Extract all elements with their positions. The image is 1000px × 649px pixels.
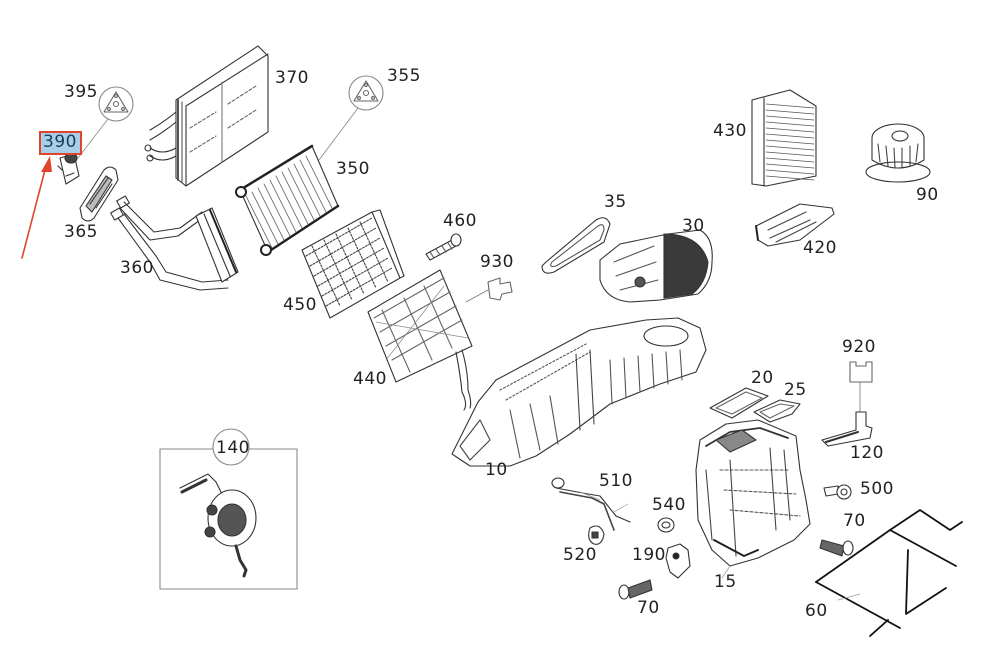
callout-60[interactable]: 60: [805, 601, 828, 621]
part-190-actuator[interactable]: [666, 544, 690, 578]
callout-20[interactable]: 20: [751, 368, 774, 388]
part-500-bolt[interactable]: [824, 485, 851, 499]
part-60-wiring-harness[interactable]: [816, 510, 962, 636]
callout-140[interactable]: 140: [216, 438, 250, 458]
callout-10[interactable]: 10: [485, 460, 508, 480]
part-440-heater-frame[interactable]: [368, 270, 472, 410]
leader-lines: [579, 491, 861, 601]
callout-355[interactable]: 355: [387, 66, 421, 86]
callout-395[interactable]: 395: [64, 82, 98, 102]
callout-70-lower[interactable]: 70: [637, 598, 660, 618]
part-510-bracket[interactable]: [552, 478, 630, 530]
callout-30[interactable]: 30: [682, 216, 705, 236]
part-420-flap[interactable]: [756, 204, 834, 246]
callout-140-circle: [212, 428, 250, 466]
callout-90[interactable]: 90: [916, 185, 939, 205]
callout-460[interactable]: 460: [443, 211, 477, 231]
part-395-flange-detail[interactable]: [78, 87, 133, 158]
part-120-lever[interactable]: [822, 412, 872, 446]
part-930-sensor[interactable]: [466, 278, 512, 302]
part-70-screw-right[interactable]: [820, 540, 853, 556]
part-365-gasket[interactable]: [80, 167, 118, 221]
callout-190[interactable]: 190: [632, 545, 666, 565]
part-370-evaporator[interactable]: [145, 46, 268, 186]
part-10-main-housing[interactable]: [452, 318, 706, 466]
part-450-ptc-heater[interactable]: [302, 210, 404, 318]
part-20-gasket[interactable]: [710, 388, 768, 418]
part-35-gasket[interactable]: [542, 218, 610, 273]
callout-365[interactable]: 365: [64, 222, 98, 242]
callout-930[interactable]: 930: [480, 252, 514, 272]
callout-510[interactable]: 510: [599, 471, 633, 491]
part-460-screw[interactable]: [426, 234, 461, 260]
callout-120[interactable]: 120: [850, 443, 884, 463]
part-540-nut[interactable]: [658, 518, 674, 532]
callout-520[interactable]: 520: [563, 545, 597, 565]
callout-430[interactable]: 430: [713, 121, 747, 141]
part-70-screw-lower[interactable]: [619, 580, 652, 599]
callout-390[interactable]: 390: [39, 131, 82, 155]
callout-35[interactable]: 35: [604, 192, 627, 212]
callout-440[interactable]: 440: [353, 369, 387, 389]
callout-350[interactable]: 350: [336, 159, 370, 179]
part-520-clip[interactable]: [589, 526, 604, 544]
callout-920[interactable]: 920: [842, 337, 876, 357]
callout-450[interactable]: 450: [283, 295, 317, 315]
callout-540[interactable]: 540: [652, 495, 686, 515]
part-25-gasket[interactable]: [754, 400, 800, 422]
part-920-sensor[interactable]: [850, 362, 872, 412]
part-350-heater-core[interactable]: [236, 146, 338, 255]
part-30-blower-housing[interactable]: [600, 230, 712, 302]
callout-360[interactable]: 360: [120, 258, 154, 278]
callout-370[interactable]: 370: [275, 68, 309, 88]
part-140-actuator-assembly[interactable]: [180, 474, 256, 576]
callout-25[interactable]: 25: [784, 380, 807, 400]
part-90-blower-motor[interactable]: [866, 124, 930, 182]
callout-420[interactable]: 420: [803, 238, 837, 258]
annotation-arrow-icon: [21, 156, 52, 259]
part-15-lower-housing[interactable]: [696, 420, 810, 566]
callout-500[interactable]: 500: [860, 479, 894, 499]
callout-70-right[interactable]: 70: [843, 511, 866, 531]
callout-15[interactable]: 15: [714, 572, 737, 592]
part-360-heater-pipes[interactable]: [111, 196, 238, 290]
part-430-cabin-filter[interactable]: [752, 90, 816, 186]
part-355-flange-detail[interactable]: [319, 76, 383, 160]
part-390-expansion-valve[interactable]: [58, 153, 79, 184]
